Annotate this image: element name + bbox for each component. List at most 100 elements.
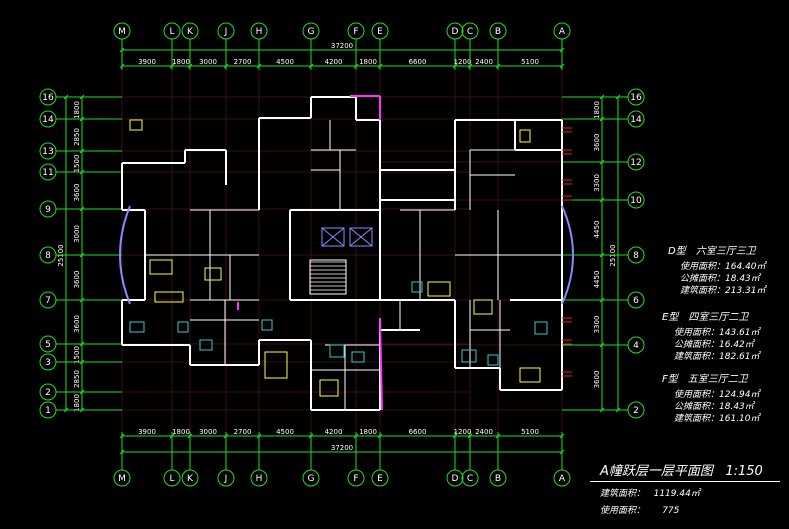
right-axis-2-7-label: 2: [633, 406, 639, 416]
bottom-axis-J-label: J: [224, 474, 228, 484]
bottom-dim-slash-5: [308, 433, 314, 439]
furniture-yellow-2: [154, 291, 184, 303]
left-axis-7-6-label: 7: [45, 296, 51, 306]
left-axis-13-2-label: 13: [42, 147, 53, 157]
drawing-title-block: A幢跃层一层平面图 1:150 建筑面积： 1119.44㎡ 使用面积： 775: [590, 458, 780, 516]
stair-core: [309, 259, 347, 295]
bottom-axis-C-label: C: [467, 474, 473, 484]
furniture-cyan-6: [461, 349, 477, 363]
total-use-area-value: 775: [662, 506, 680, 516]
right-axis-12-2-label: 12: [630, 158, 641, 168]
left-axis-16-0-label: 16: [42, 93, 54, 103]
right-dim-label-7: 1800: [590, 0, 608, 2]
top-axis-K-label: K: [187, 27, 194, 37]
right-axis-16-0-label: 16: [630, 93, 642, 103]
top-dim-slash-8: [452, 63, 458, 69]
bottom-dim-slash-11: [559, 433, 565, 439]
top-dim-label-8: 1200: [454, 58, 472, 66]
top-dim-label-9: 2400: [475, 58, 493, 66]
furniture-cyan-2: [199, 339, 213, 351]
top-dim-label-2: 3000: [199, 58, 217, 66]
bottom-dim-slash-6: [353, 433, 359, 439]
bottom-axis-F-label: F: [353, 474, 358, 484]
left-dim-label-6: 3600: [73, 315, 81, 333]
bottom-dim-label-2: 3000: [199, 428, 217, 436]
unit-type-f-name: F型 五室三厅二卫: [662, 374, 748, 385]
top-axis-G-label: G: [308, 27, 315, 37]
drawing-scale: 1:150: [725, 464, 763, 479]
left-dim-label-4: 3000: [73, 225, 81, 243]
e-build-area-value: 182.61㎡: [719, 352, 760, 362]
bottom-axis-G-label: G: [308, 474, 315, 484]
furniture-yellow-8: [129, 119, 143, 131]
total-build-area-label: 建筑面积：: [600, 489, 646, 499]
furniture-yellow-7: [519, 367, 541, 383]
furniture-yellow-3: [264, 351, 288, 379]
left-dim-label-7: 1500: [73, 346, 81, 364]
right-dim-label-5: 3300: [593, 316, 601, 334]
f-use-area-label: 使用面积：: [674, 390, 720, 400]
left-dim-label-3: 3600: [73, 184, 81, 202]
bottom-dim-slash-1: [169, 433, 175, 439]
top-dim-label-7: 6600: [409, 58, 427, 66]
top-axis-H-label: H: [256, 27, 263, 37]
top-dim-label-4: 4500: [276, 58, 294, 66]
top-dim-label-6: 1800: [359, 58, 377, 66]
right-axis-14-1-label: 14: [630, 115, 642, 125]
f-build-area-value: 161.10㎡: [719, 414, 760, 424]
top-dim-slash-5: [308, 63, 314, 69]
left-axis-5-7-label: 5: [45, 340, 51, 350]
top-dim-label-10: 5100: [521, 58, 539, 66]
d-build-area-label: 建筑面积：: [680, 286, 726, 296]
right-dim-label-3: 4450: [593, 221, 601, 239]
left-axis-9-4-label: 9: [45, 205, 51, 215]
furniture-yellow-4: [319, 379, 339, 397]
bottom-dim-label-0: 3900: [138, 428, 156, 436]
furniture-cyan-1: [177, 321, 189, 333]
top-dim-slash-6: [353, 63, 359, 69]
elevator-shaft-1-x2: [321, 227, 345, 247]
d-shared-area-label: 公摊面积：: [680, 274, 726, 284]
bottom-total-dim-label-0: 37200: [331, 444, 353, 452]
left-axis-11-3-label: 11: [42, 168, 53, 178]
top-dim-label-5: 4200: [325, 58, 343, 66]
top-dim-slash-10: [495, 63, 501, 69]
unit-type-d-name: D型 六室三厅三卫: [668, 246, 756, 257]
bottom-dim-label-3: 2700: [234, 428, 252, 436]
furniture-cyan-9: [411, 281, 423, 293]
top-dim-slash-1: [169, 63, 175, 69]
e-use-area-label: 使用面积：: [674, 328, 720, 338]
top-dim-label-1: 1800: [172, 58, 190, 66]
right-axis-10-3-label: 10: [630, 196, 642, 206]
bottom-dim-label-4: 4500: [276, 428, 294, 436]
right-dim-label-4: 4450: [593, 271, 601, 289]
bottom-dim-label-9: 2400: [475, 428, 493, 436]
bottom-dim-slash-2: [187, 433, 193, 439]
unit-type-e-name: E型 四室三厅二卫: [662, 312, 749, 323]
bottom-dim-slash-4: [256, 433, 262, 439]
left-dim-label-1: 2850: [73, 128, 81, 146]
bottom-axis-K-label: K: [187, 474, 194, 484]
elevator-shaft-1: [321, 227, 345, 247]
top-axis-D-label: D: [452, 27, 459, 37]
right-axis-8-4-label: 8: [633, 251, 639, 261]
top-dim-slash-11: [559, 63, 565, 69]
right-dim-label-1: 3600: [593, 134, 601, 152]
left-dim-label-2: 1500: [73, 155, 81, 173]
f-build-area-label: 建筑面积：: [674, 414, 720, 424]
e-build-area-label: 建筑面积：: [674, 352, 720, 362]
bottom-dim-slash-0: [119, 433, 125, 439]
bottom-dim-label-7: 6600: [409, 428, 427, 436]
drawing-title: A幢跃层一层平面图: [600, 464, 713, 479]
e-shared-area-label: 公摊面积：: [674, 340, 720, 350]
bottom-axis-A-label: A: [559, 474, 566, 484]
left-axis-8-5-label: 8: [45, 251, 51, 261]
left-dim-label-5: 3600: [73, 271, 81, 289]
top-dim-slash-4: [256, 63, 262, 69]
f-shared-area-value: 18.43㎡: [719, 402, 754, 412]
top-axis-E-label: E: [377, 27, 383, 37]
furniture-cyan-5: [351, 351, 365, 363]
top-dim-slash-0: [119, 63, 125, 69]
f-use-area-value: 124.94㎡: [719, 390, 760, 400]
